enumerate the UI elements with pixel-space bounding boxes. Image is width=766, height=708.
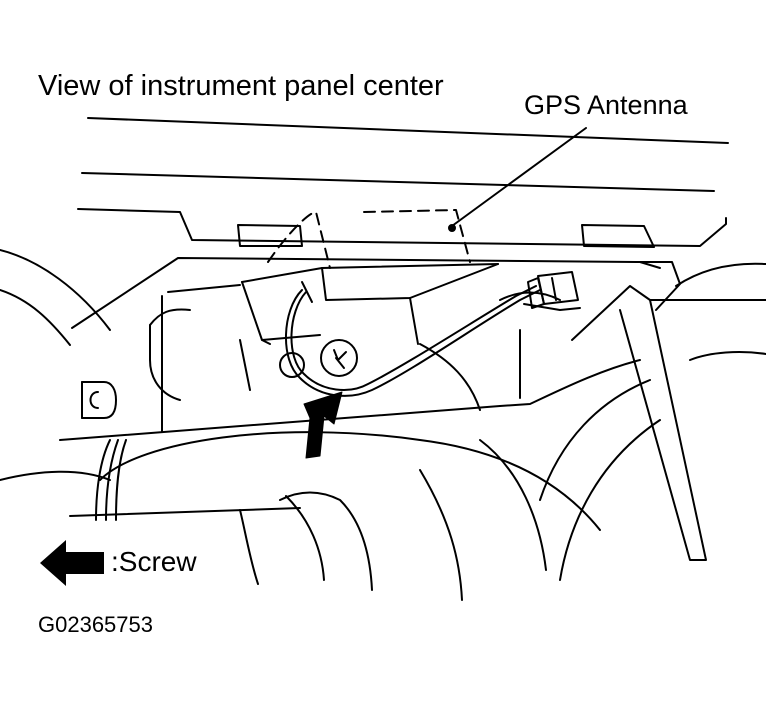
diagram-title: View of instrument panel center xyxy=(38,70,444,102)
legend-screw-label: :Screw xyxy=(111,546,197,577)
left-panel-structure xyxy=(0,249,661,481)
left-clip xyxy=(81,381,117,419)
dashboard-top-lines xyxy=(77,117,729,247)
antenna-cable xyxy=(284,285,541,397)
screw xyxy=(279,339,358,378)
screw-pointer-arrow xyxy=(303,391,343,459)
bold-arrow-icon xyxy=(40,540,104,586)
antenna-hidden-outline xyxy=(267,209,471,269)
antenna-connector xyxy=(523,271,581,311)
right-trim xyxy=(419,261,766,561)
gps-antenna-label: GPS Antenna xyxy=(524,90,688,120)
gps-leader-line xyxy=(448,127,587,232)
lower-console xyxy=(69,379,661,601)
left-wire-harness xyxy=(95,439,127,521)
figure-code: G02365753 xyxy=(38,612,153,637)
gps-antenna-body xyxy=(239,263,499,391)
upper-slots xyxy=(237,224,655,248)
